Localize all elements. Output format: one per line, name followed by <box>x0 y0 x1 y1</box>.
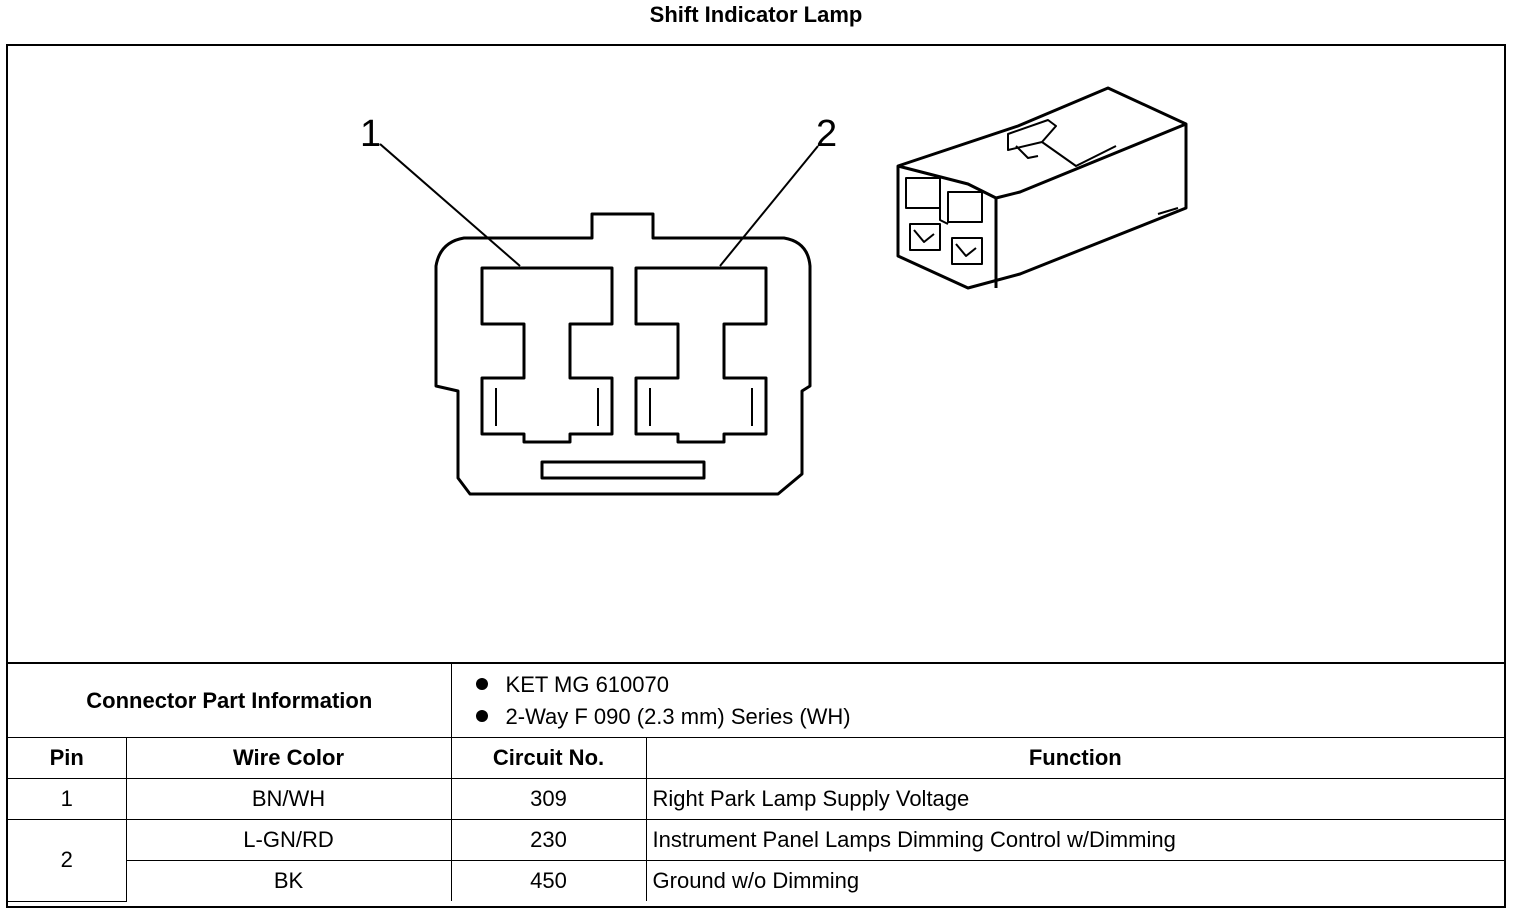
circuit-cell: 230 <box>450 819 647 861</box>
connector-info-label: Connector Part Information <box>8 662 452 738</box>
connector-illustration: 1 2 <box>360 86 1188 496</box>
cavity-2 <box>634 266 768 444</box>
table-row: BK 450 Ground w/o Dimming <box>8 860 1505 901</box>
circuit-cell: 309 <box>450 778 647 820</box>
header-circuit: Circuit No. <box>450 737 647 779</box>
header-function: Function <box>645 737 1505 779</box>
connector-info-list: KET MG 610070 2-Way F 090 (2.3 mm) Serie… <box>450 662 1505 738</box>
pin-cell: 2 <box>8 819 127 902</box>
function-cell: Instrument Panel Lamps Dimming Control w… <box>645 819 1505 861</box>
table-row: 1 BN/WH 309 Right Park Lamp Supply Volta… <box>8 778 1505 820</box>
callout-1: 1 <box>360 113 381 155</box>
connector-face-outline <box>434 212 812 496</box>
diagram-frame: 1 2 Connector Part Informa <box>6 44 1506 908</box>
bullet-icon <box>475 709 488 722</box>
callout-2: 2 <box>816 113 837 155</box>
header-wire-color: Wire Color <box>125 737 452 779</box>
header-row: Pin Wire Color Circuit No. Function <box>8 737 1505 779</box>
connector-info-item: KET MG 610070 <box>475 669 1499 701</box>
bullet-icon <box>475 677 488 690</box>
pin-cell: 1 <box>8 778 127 820</box>
page-title: Shift Indicator Lamp <box>649 2 863 27</box>
wire-color-cell: BK <box>126 860 452 901</box>
connector-info-row: Connector Part Information KET MG 610070… <box>8 662 1505 738</box>
function-cell: Ground w/o Dimming <box>645 860 1505 901</box>
connector-isometric <box>896 86 1188 290</box>
cavity-1 <box>480 266 614 444</box>
function-cell: Right Park Lamp Supply Voltage <box>645 778 1505 820</box>
pinout-table: Connector Part Information KET MG 610070… <box>8 662 1505 902</box>
connector-key-slot <box>540 460 706 480</box>
wire-color-cell: L-GN/RD <box>125 819 452 861</box>
wire-color-cell: BN/WH <box>125 778 452 820</box>
connector-info-item: 2-Way F 090 (2.3 mm) Series (WH) <box>475 701 1499 733</box>
circuit-cell: 450 <box>450 860 647 901</box>
table-row: 2 L-GN/RD 230 Instrument Panel Lamps Dim… <box>8 819 1505 902</box>
header-pin: Pin <box>8 737 127 779</box>
